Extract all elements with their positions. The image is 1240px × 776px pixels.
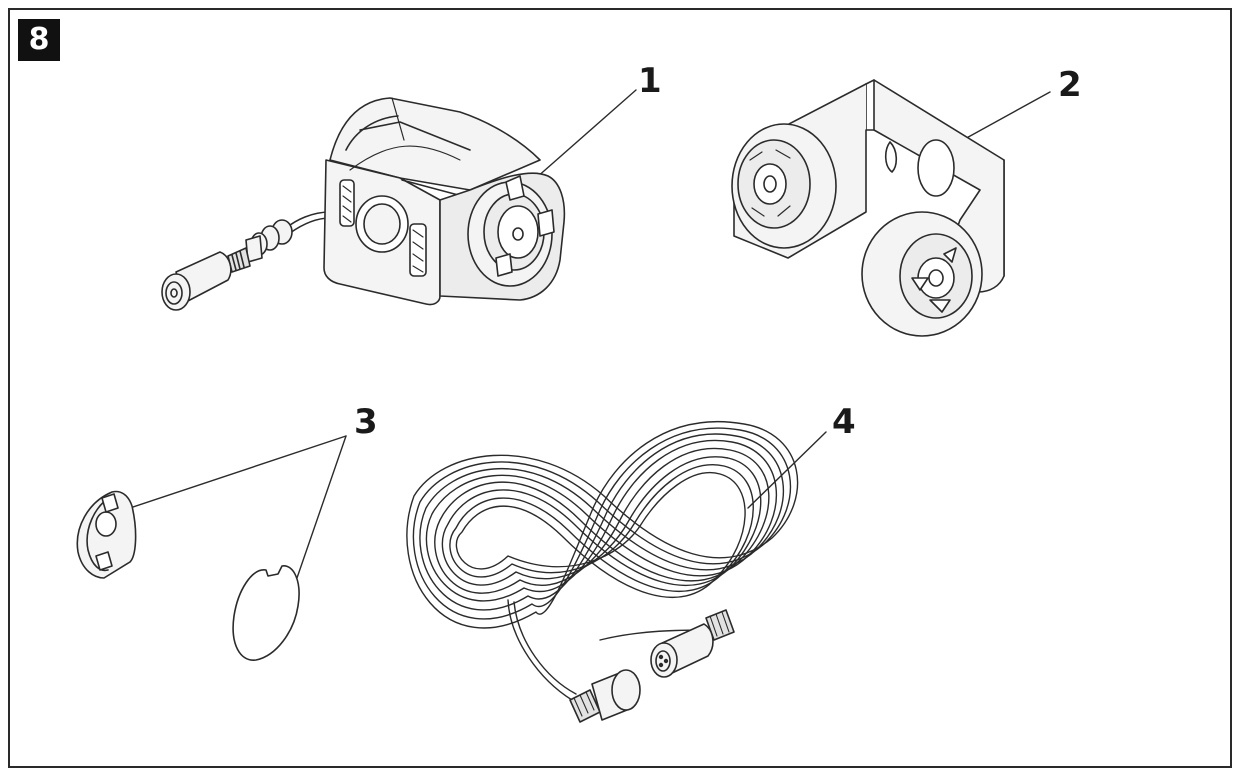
mounting-bracket-icon bbox=[732, 80, 1004, 336]
cable-grommet bbox=[246, 220, 292, 262]
camera-ir-leds-left bbox=[340, 180, 354, 226]
callout-2-label: 2 bbox=[1058, 65, 1082, 105]
leader-line-3b bbox=[288, 436, 346, 604]
bracket-right-mount bbox=[862, 212, 982, 336]
camera-connector bbox=[162, 248, 250, 310]
leader-lines bbox=[112, 90, 1050, 604]
bracket-left-mount bbox=[732, 124, 836, 248]
leader-line-1 bbox=[536, 90, 636, 178]
cable-lead-lower bbox=[508, 600, 572, 700]
bracket-slot bbox=[918, 140, 954, 196]
callout-1-label: 1 bbox=[638, 61, 662, 101]
callout-3-label: 3 bbox=[354, 402, 378, 442]
camera-ir-leds-right bbox=[410, 224, 426, 276]
camera-cable bbox=[286, 212, 330, 228]
cable-connector-lower bbox=[570, 670, 640, 722]
ring-hole bbox=[96, 512, 116, 536]
figure-frame bbox=[8, 8, 1232, 768]
camera-body-top bbox=[330, 98, 540, 190]
leader-line-3a bbox=[112, 436, 346, 514]
lens-cover-ring-icon bbox=[77, 492, 135, 578]
camera-icon bbox=[162, 98, 564, 310]
extension-cable-icon bbox=[407, 422, 798, 722]
lens-cover-disc-icon bbox=[233, 566, 299, 660]
callout-4-label: 4 bbox=[832, 402, 856, 442]
camera-lens bbox=[356, 196, 408, 252]
camera-hinge-knob bbox=[468, 176, 554, 286]
leader-line-4 bbox=[748, 432, 826, 508]
leader-line-2 bbox=[952, 92, 1050, 146]
cable-connector-upper bbox=[651, 610, 734, 677]
figure-number-badge: 8 bbox=[18, 19, 60, 61]
